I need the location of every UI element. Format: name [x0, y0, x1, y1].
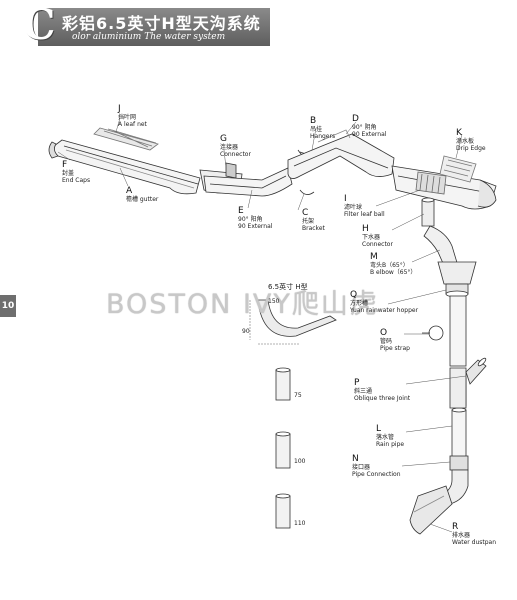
- end-cap: [48, 141, 59, 159]
- logo-letter: C: [22, 0, 56, 49]
- profile-title: 6.5英寸 H型: [268, 283, 308, 291]
- page-title: 彩铝6.5英寸H型天沟系统: [62, 14, 261, 33]
- filter-leaf-ball: [415, 171, 447, 195]
- pipe-dim-label: 75: [294, 392, 302, 399]
- gutter-profile: [249, 299, 337, 345]
- pipe-connection: [449, 455, 469, 471]
- gutter-middle: [287, 129, 395, 179]
- page-number-tab: 10: [0, 295, 16, 317]
- water-dustpan: [409, 469, 469, 535]
- leader-lines: [57, 117, 467, 533]
- pipe-dim-label: 110: [294, 520, 306, 527]
- profile-dim-a: 150: [268, 298, 280, 305]
- pipe-dim-label: 100: [294, 458, 306, 465]
- page-subtitle: olor aluminium The water system: [72, 32, 226, 42]
- profile-dim-b: 90: [242, 328, 250, 335]
- header-banner: C 彩铝6.5英寸H型天沟系统 olor aluminium The water…: [0, 0, 270, 50]
- leaf-net: [93, 127, 159, 151]
- rainwater-hopper: [437, 261, 477, 298]
- banner-background: [38, 8, 270, 46]
- gutter-left: [53, 139, 201, 195]
- oblique-three-joint: [449, 357, 487, 409]
- pipe-samples: [275, 367, 291, 529]
- drip-edge: [439, 155, 477, 183]
- pipe-strap: [422, 325, 444, 341]
- downpipe-connector: [421, 197, 435, 227]
